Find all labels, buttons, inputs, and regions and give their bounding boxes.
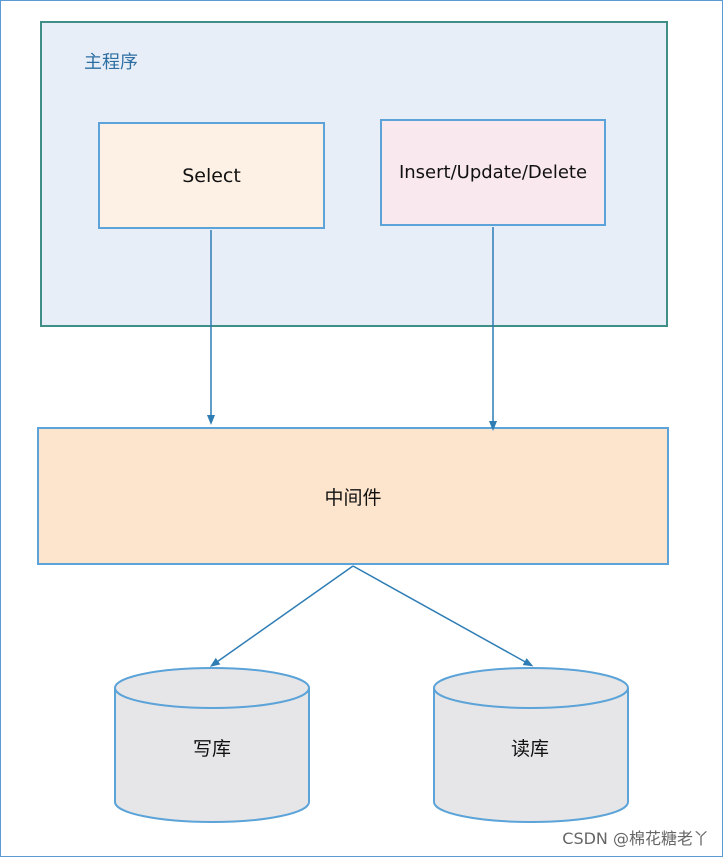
write-ops-node: Insert/Update/Delete — [380, 119, 606, 226]
select-node: Select — [98, 122, 325, 229]
read-db-cylinder — [433, 667, 629, 823]
main-program-label: 主程序 — [84, 52, 138, 73]
middleware-node: 中间件 — [37, 427, 669, 565]
write-db-label: 写库 — [192, 738, 231, 760]
read-db-label: 读库 — [510, 738, 549, 760]
select-label: Select — [182, 164, 241, 187]
arrow-middleware-to-read-db — [352, 565, 534, 667]
middleware-label: 中间件 — [324, 486, 382, 509]
write-db-cylinder — [114, 667, 310, 823]
watermark: CSDN @棉花糖老丫 — [562, 829, 709, 848]
write-ops-label: Insert/Update/Delete — [398, 162, 588, 183]
arrow-middleware-to-write-db — [209, 565, 354, 667]
